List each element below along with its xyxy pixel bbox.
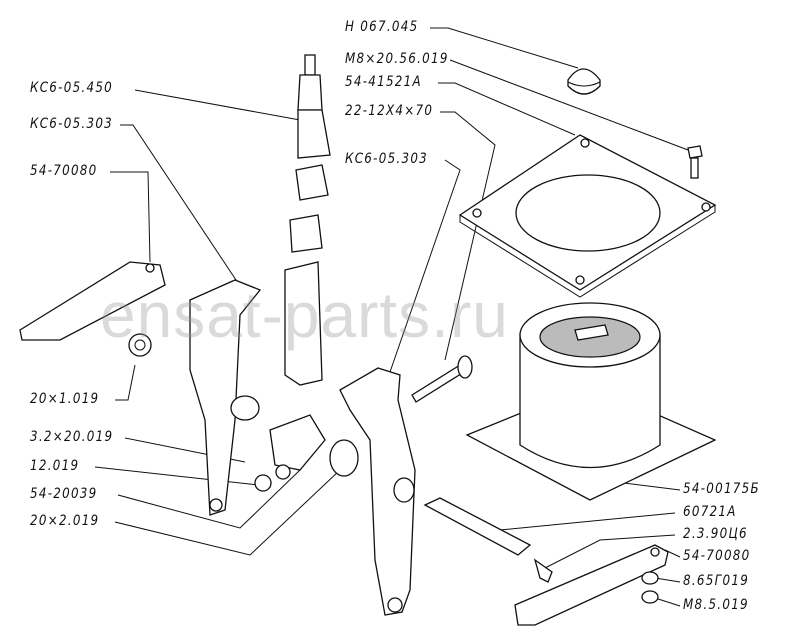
label-rod-assembly: КС6-05.450 [30,80,114,96]
label-grease-fitting: 2.3.90Ц6 [683,526,748,542]
label-washer-20x1: 20×1.019 [30,391,100,407]
right-bracket-part [514,544,669,626]
label-lever-mid: КС6-05.303 [345,151,429,167]
label-bracket-left: 54-70080 [30,163,98,179]
label-pin: 22-12Х4×70 [345,103,434,119]
rod-assembly-part [284,54,331,386]
label-spring-washer: 8.65Г019 [683,573,750,589]
bolt-part [687,145,703,179]
housing-part [465,302,717,501]
label-washer-20x2: 20×2.019 [30,513,100,529]
left-bracket-part [19,261,166,357]
label-housing: 54-00175Б [683,481,760,497]
cap-part [567,68,601,95]
label-bracket-right: 54-70080 [683,548,751,564]
pin-part [411,355,473,403]
label-cap: Н 067.045 [345,19,419,35]
watermark: ensat-parts.ru [100,279,509,351]
label-nut: М8.5.019 [683,597,749,613]
label-block: 54-20039 [30,486,98,502]
label-bolt-top: М8×20.56.019 [345,51,449,67]
flange-plate-part [458,134,717,298]
middle-lever-part [339,367,416,616]
left-lever-part [189,279,359,516]
label-washer-12: 12.019 [30,458,80,474]
label-flange-plate: 54-41521А [345,74,422,90]
label-lever-left: КС6-05.303 [30,116,114,132]
label-shaft: 60721А [683,504,737,520]
shaft-part [423,497,553,583]
label-cotter-pin: 3.2×20.019 [30,429,114,445]
